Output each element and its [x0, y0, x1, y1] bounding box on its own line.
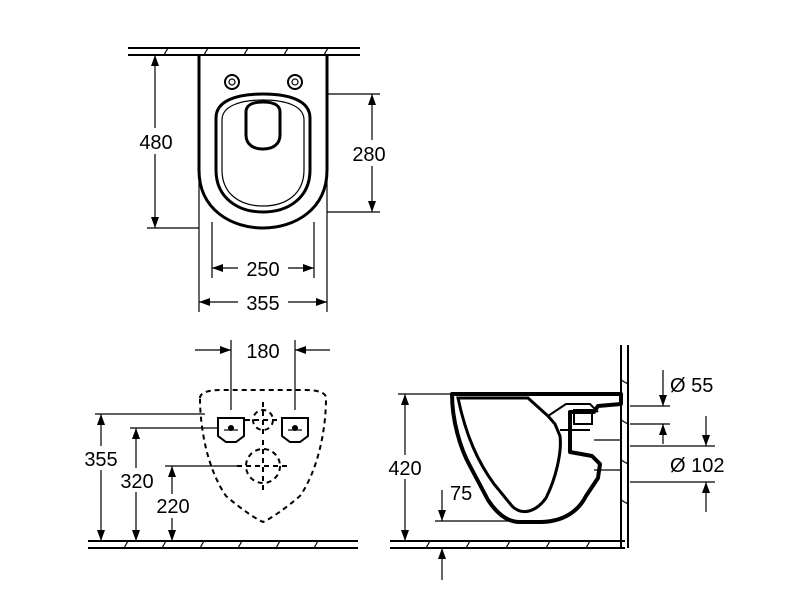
dimension-75: 75 [435, 483, 530, 580]
bowl-outline-top [197, 55, 329, 230]
dimension-180: 180 [195, 340, 330, 410]
bolt-hole-right [287, 74, 303, 90]
inlet-connector [573, 409, 593, 425]
side-view: 420 75 Ø 55 Ø 102 [380, 345, 724, 580]
pan-profile-inner [456, 396, 562, 514]
pan-outline-dashed [198, 389, 328, 524]
top-view: 480 280 250 [128, 47, 397, 315]
dimension-355-front: 355 [76, 413, 205, 541]
bolt-slot-left [217, 417, 245, 443]
wall-top-view [128, 47, 360, 56]
rim-outer-top [214, 92, 312, 214]
dimension-250: 250 [211, 222, 315, 281]
floor-side-view [390, 540, 625, 549]
label-355-front: 355 [84, 449, 117, 471]
label-355-top: 355 [246, 293, 279, 315]
rim-inner-top [221, 99, 305, 207]
dimension-220: 220 [148, 465, 237, 541]
dimension-480: 480 [130, 54, 199, 229]
dimension-280: 280 [327, 93, 397, 213]
label-280: 280 [352, 144, 385, 166]
wall-side-view [620, 345, 629, 548]
bolt-hole-left [224, 74, 240, 90]
label-75: 75 [450, 483, 472, 505]
label-250: 250 [246, 259, 279, 281]
label-diameter-55: Ø 55 [670, 375, 713, 397]
label-320: 320 [120, 471, 153, 493]
dimension-diameter-102: Ø 102 [630, 416, 724, 512]
floor-front-view [88, 540, 358, 549]
label-480: 480 [139, 132, 172, 154]
label-diameter-102: Ø 102 [670, 455, 724, 477]
dimension-420: 420 [380, 393, 452, 541]
dimension-355-top: 355 [198, 170, 328, 315]
inlet-dashed-circle [245, 402, 281, 438]
bowl-opening-top [244, 100, 282, 151]
label-420: 420 [388, 458, 421, 480]
front-view: 180 355 320 220 [76, 340, 358, 549]
outlet-dashed-circle [237, 440, 289, 492]
label-180: 180 [246, 341, 279, 363]
pan-profile-outer [450, 392, 623, 524]
dimension-320: 320 [112, 427, 218, 541]
label-220: 220 [156, 496, 189, 518]
bolt-slot-right [281, 417, 309, 443]
dimension-diameter-55: Ø 55 [630, 370, 713, 444]
pan-rim-detail [547, 403, 599, 417]
